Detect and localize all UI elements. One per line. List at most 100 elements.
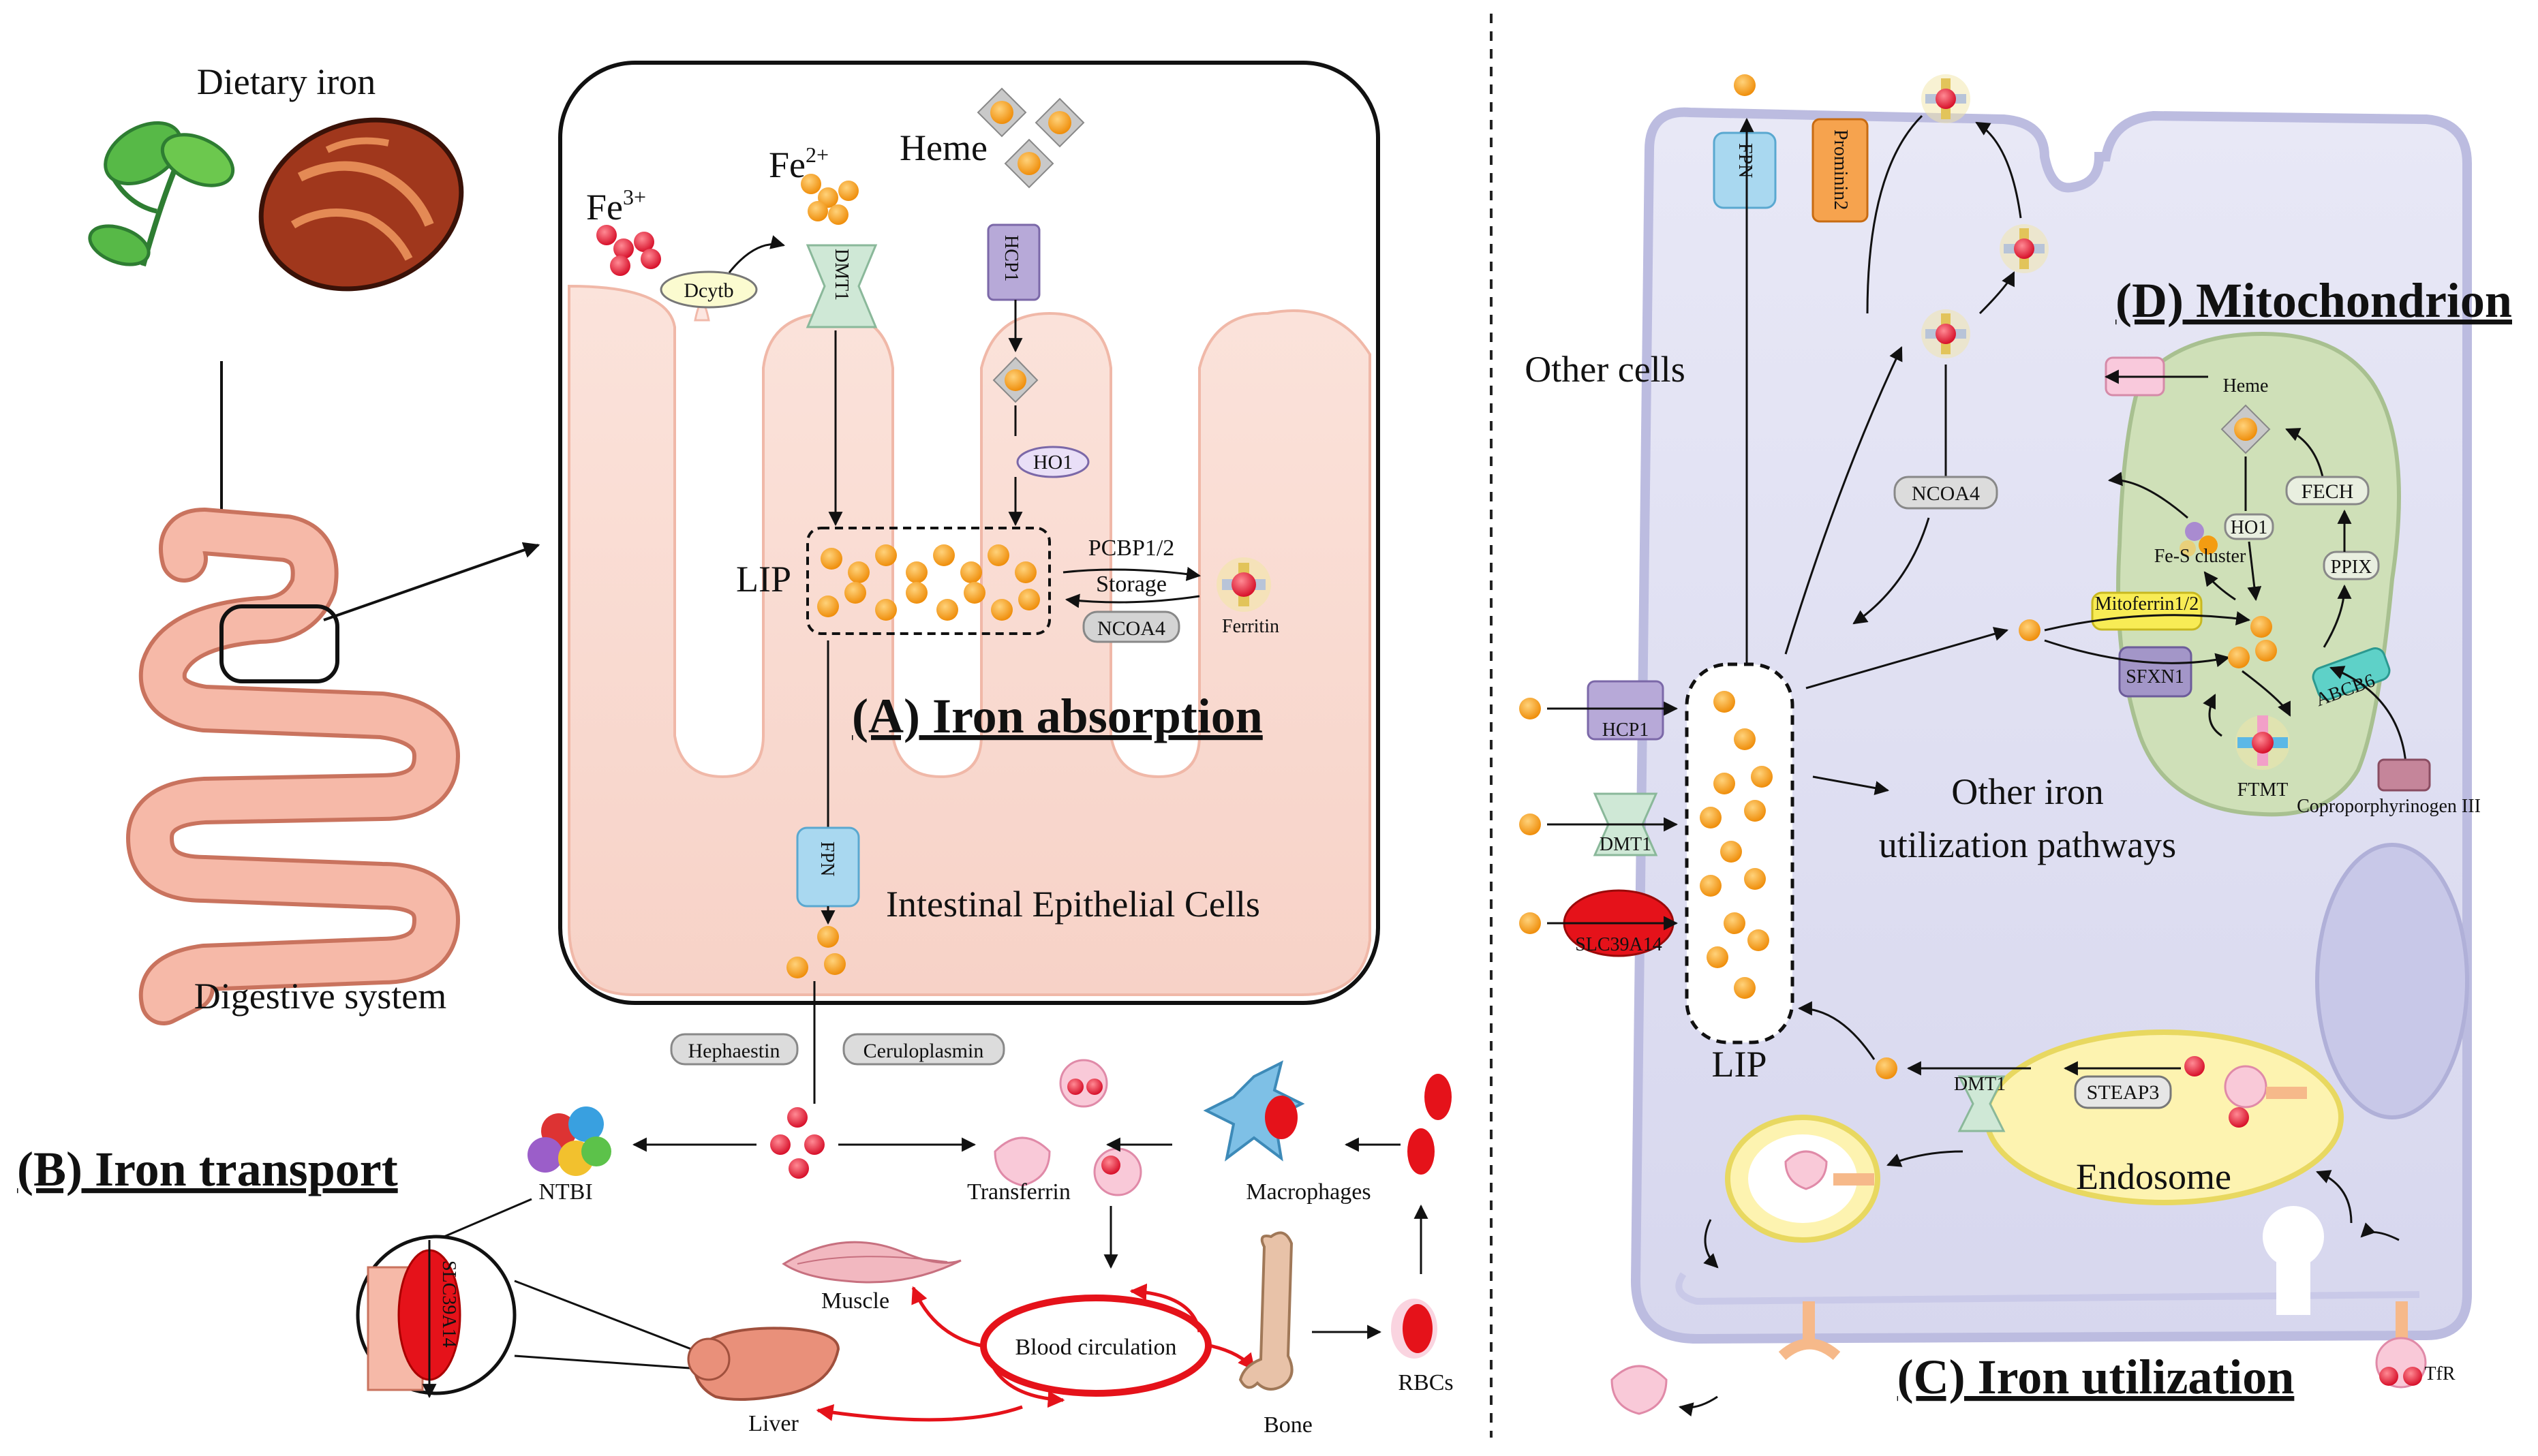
prominin2-protein bbox=[1811, 118, 1869, 223]
arrow-fe3-to-fe2 bbox=[728, 235, 786, 273]
panel-a-title: (A) Iron absorption bbox=[852, 689, 1263, 743]
zoom-line-3 bbox=[514, 1354, 709, 1371]
coproporphyrinogen-label: Coproporphyrinogen III bbox=[2297, 796, 2481, 817]
ppix-pill bbox=[2323, 551, 2380, 580]
ho1-label: HO1 bbox=[1033, 451, 1073, 474]
arrow-ftmt-out bbox=[2203, 694, 2222, 737]
arrow-recycle-down bbox=[1703, 1219, 1719, 1269]
transferrin-label: Transferrin bbox=[967, 1179, 1071, 1205]
arrow-to-other-pathways bbox=[1812, 775, 1890, 795]
iron-inside-mito bbox=[2228, 616, 2277, 668]
dmt1-endosome bbox=[1957, 1075, 2006, 1132]
prominin2-label: Prominin2 bbox=[1830, 129, 1851, 210]
abcb6-transporter bbox=[2312, 647, 2391, 700]
lip-atoms-c bbox=[1700, 691, 1773, 999]
ncoa4-pill-a bbox=[1082, 610, 1180, 643]
mitoferrin-transporter bbox=[2091, 591, 2203, 631]
dmt1-label-c: DMT1 bbox=[1600, 834, 1651, 855]
sfxn1-label: SFXN1 bbox=[2126, 666, 2184, 687]
rbcs-label: RBCs bbox=[1398, 1370, 1453, 1395]
mitoferrin-label: Mitoferrin1/2 bbox=[2095, 593, 2199, 615]
ntbi-cluster bbox=[528, 1106, 611, 1176]
arrow-to-ftmt bbox=[2242, 670, 2291, 717]
fe3-transport-atoms bbox=[770, 1107, 825, 1179]
macrophages-label: Macrophages bbox=[1246, 1179, 1371, 1205]
arrow-gut-to-cell bbox=[323, 542, 540, 621]
endosome-label: Endosome bbox=[2076, 1156, 2231, 1197]
fe3-atoms bbox=[596, 225, 661, 276]
heme-molecules bbox=[977, 87, 1085, 189]
slc39a14-label-c: SLC39A14 bbox=[1575, 934, 1662, 955]
bone-icon bbox=[1238, 1231, 1294, 1391]
arrow-to-fes bbox=[2203, 571, 2236, 601]
arrow-fech-to-heme bbox=[2285, 428, 2325, 484]
iron-slc39a14 bbox=[1519, 912, 1541, 934]
arrow-endocytosis bbox=[2316, 1170, 2353, 1224]
fe2-atoms bbox=[801, 174, 859, 225]
arrow-lip-to-ferritin bbox=[1062, 567, 1202, 581]
hcp1-transporter bbox=[987, 223, 1041, 301]
heme-label: Heme bbox=[900, 127, 988, 168]
arrow-ho1-down bbox=[2247, 541, 2262, 602]
hephaestin-pill bbox=[670, 1033, 799, 1066]
dmt1-transporter bbox=[806, 244, 878, 328]
ntbi-label: NTBI bbox=[538, 1179, 592, 1205]
hcp1-label: HCP1 bbox=[1000, 235, 1022, 281]
zoom-line-2 bbox=[514, 1280, 709, 1357]
fpn-transporter-c bbox=[1713, 131, 1777, 209]
dmt1-label: DMT1 bbox=[831, 249, 852, 300]
arrow-ferritin-to-lip bbox=[1065, 593, 1200, 608]
hephaestin-label: Hephaestin bbox=[688, 1040, 780, 1062]
arrow-lip-to-ferritin-c bbox=[1784, 346, 1903, 655]
nucleus bbox=[2315, 843, 2469, 1119]
rbc-icons-bottom bbox=[1391, 1299, 1437, 1359]
heme-molecule-d bbox=[2220, 404, 2271, 454]
fe3-label: Fe3+ bbox=[586, 185, 646, 228]
ferritin-icon bbox=[1217, 557, 1271, 612]
arrow-abcb6 bbox=[2329, 666, 2407, 764]
muscle-icon bbox=[782, 1241, 962, 1284]
meat-icon bbox=[258, 117, 464, 292]
fpn-label-a: FPN bbox=[816, 841, 838, 876]
arrow-tfr-in bbox=[2360, 1222, 2400, 1241]
storage-label: Storage bbox=[1096, 572, 1167, 597]
intestinal-cells-label: Intestinal Epithelial Cells bbox=[886, 884, 1260, 925]
slc39a14-label-b: SLC39A14 bbox=[438, 1260, 459, 1348]
fpn-label-c: FPN bbox=[1734, 143, 1756, 178]
other-cells-label: Other cells bbox=[1525, 349, 1685, 390]
arrow-lip-to-mito bbox=[1805, 627, 2009, 690]
arrow-blood-to-muscle bbox=[911, 1286, 982, 1348]
transferrin-recycling bbox=[1784, 1150, 1874, 1190]
dietary-iron-label: Dietary iron bbox=[197, 61, 376, 102]
tfr-recycled bbox=[1610, 1301, 1841, 1415]
iron-dmt1 bbox=[1519, 814, 1541, 835]
heme-inside bbox=[992, 356, 1039, 403]
lip-label-a: LIP bbox=[736, 559, 791, 600]
coproporphyrinogen-icon bbox=[2377, 758, 2431, 792]
intestine-icon bbox=[126, 508, 460, 1025]
liver-icon bbox=[687, 1327, 840, 1401]
iron-endosome-out bbox=[1876, 1057, 1897, 1079]
plant-icon bbox=[88, 121, 235, 267]
ho1-label-d: HO1 bbox=[2231, 517, 2267, 538]
ncoa4-label-a: NCOA4 bbox=[1097, 617, 1165, 640]
arrow-iron-to-lip bbox=[1797, 1001, 1876, 1060]
arrow-ferritin-to-vesicle bbox=[1978, 271, 2015, 315]
iron-hcp1 bbox=[1519, 698, 1541, 719]
arrow-vesicle-out bbox=[1975, 121, 2022, 219]
blood-circulation-icon bbox=[980, 1283, 1212, 1408]
panel-c-title: (C) Iron utilization bbox=[1897, 1350, 2295, 1404]
arrow-endo-recycle bbox=[1886, 1150, 1963, 1167]
dcytb-label: Dcytb bbox=[684, 279, 733, 302]
ho1-pill-d bbox=[2224, 513, 2274, 540]
digestive-system-label: Digestive system bbox=[194, 976, 446, 1017]
arrow-blood-to-liver bbox=[816, 1404, 1023, 1422]
steap3-pill bbox=[2074, 1075, 2172, 1109]
arrow-sfxn1 bbox=[2044, 639, 2231, 668]
panel-d-title: (D) Mitochondrion bbox=[2115, 273, 2512, 328]
other-pathways-label-1: Other iron bbox=[1951, 771, 2103, 812]
ftmt-icon bbox=[2235, 715, 2290, 770]
ceruloplasmin-label: Ceruloplasmin bbox=[863, 1040, 984, 1062]
